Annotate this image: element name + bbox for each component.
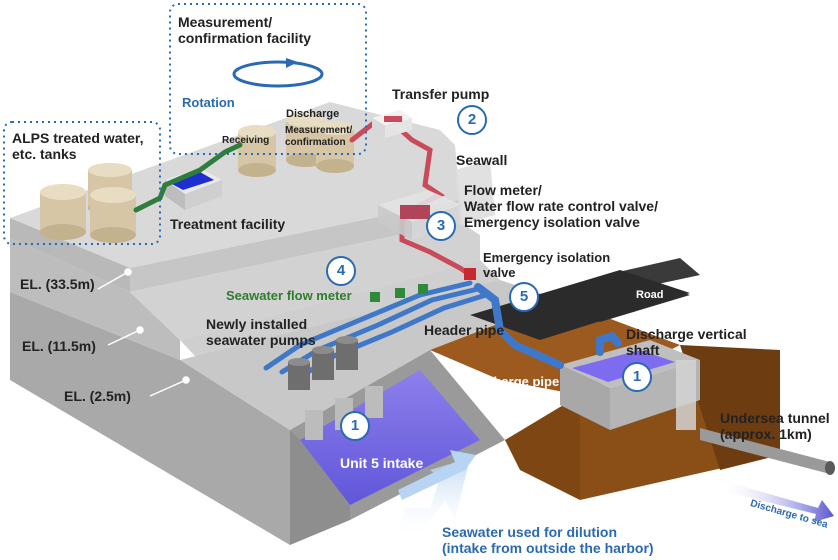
receiving-label: Receiving: [222, 135, 270, 146]
discharge-pipe-label: Discharge pipe: [466, 374, 560, 389]
unit5-intake-basin: [290, 350, 505, 545]
marker-5: 5: [509, 282, 539, 312]
discharge-to-sea-arrow: [718, 480, 834, 522]
treatment-facility-label: Treatment facility: [170, 216, 286, 232]
elevation-11-5-label: EL. (11.5m): [22, 338, 96, 354]
newly-installed-pumps-label: Newly installed seawater pumps: [206, 316, 316, 349]
header-pipe-label: Header pipe: [424, 322, 505, 338]
seawall: [455, 160, 495, 225]
flow-meter-block-label: Flow meter/ Water flow rate control valv…: [464, 182, 658, 231]
transfer-pump-label: Transfer pump: [392, 86, 490, 102]
emergency-isolation-valve-label: Emergency isolation valve: [483, 250, 611, 280]
elevation-2-5-label: EL. (2.5m): [64, 388, 131, 404]
green-pipe: [133, 142, 243, 213]
seawater-pumps: [288, 336, 358, 390]
rotation-arrow-icon: [232, 58, 324, 88]
marker-2: 2: [457, 105, 487, 135]
seawall-label: Seawall: [456, 152, 508, 168]
dashed-frames: [3, 3, 367, 245]
seawater-flow-meter-boxes: [370, 284, 428, 302]
emergency-isolation-valve: [464, 268, 476, 280]
measurement-confirmation-small-label: Measurement/ confirmation: [285, 125, 353, 148]
elevation-33-5-label: EL. (33.5m): [20, 276, 95, 292]
marker-4: 4: [326, 256, 356, 286]
header-pipe: [474, 283, 622, 369]
marker-1-intake: 1: [340, 411, 370, 441]
seawater-flow-meter-label: Seawater flow meter: [226, 288, 352, 303]
road-label: Road: [636, 289, 664, 301]
undersea-tunnel-label: Undersea tunnel (approx. 1km): [720, 410, 830, 443]
transfer-pump-housing: [372, 110, 412, 138]
lower-terrace: [10, 280, 560, 545]
alps-tanks-label: ALPS treated water, etc. tanks: [12, 130, 144, 163]
road: [470, 270, 690, 340]
marker-3: 3: [426, 211, 456, 241]
unit5-intake-label: Unit 5 intake: [340, 455, 424, 471]
rotation-label: Rotation: [182, 95, 235, 110]
measurement-facility-label: Measurement/ confirmation facility: [178, 14, 312, 47]
discharge-vertical-shaft-label: Discharge vertical shaft: [626, 326, 747, 359]
alps-tanks: [40, 163, 136, 243]
seawater-intake-arrow: [395, 450, 476, 540]
seawater-dilution-label: Seawater used for dilution (intake from …: [442, 524, 654, 557]
undersea-tunnel: [700, 428, 835, 475]
treatment-facility: [165, 168, 222, 210]
marker-1-shaft: 1: [622, 362, 652, 392]
elevation-leaders: [97, 268, 190, 397]
discharge-small-label: Discharge: [286, 108, 340, 120]
